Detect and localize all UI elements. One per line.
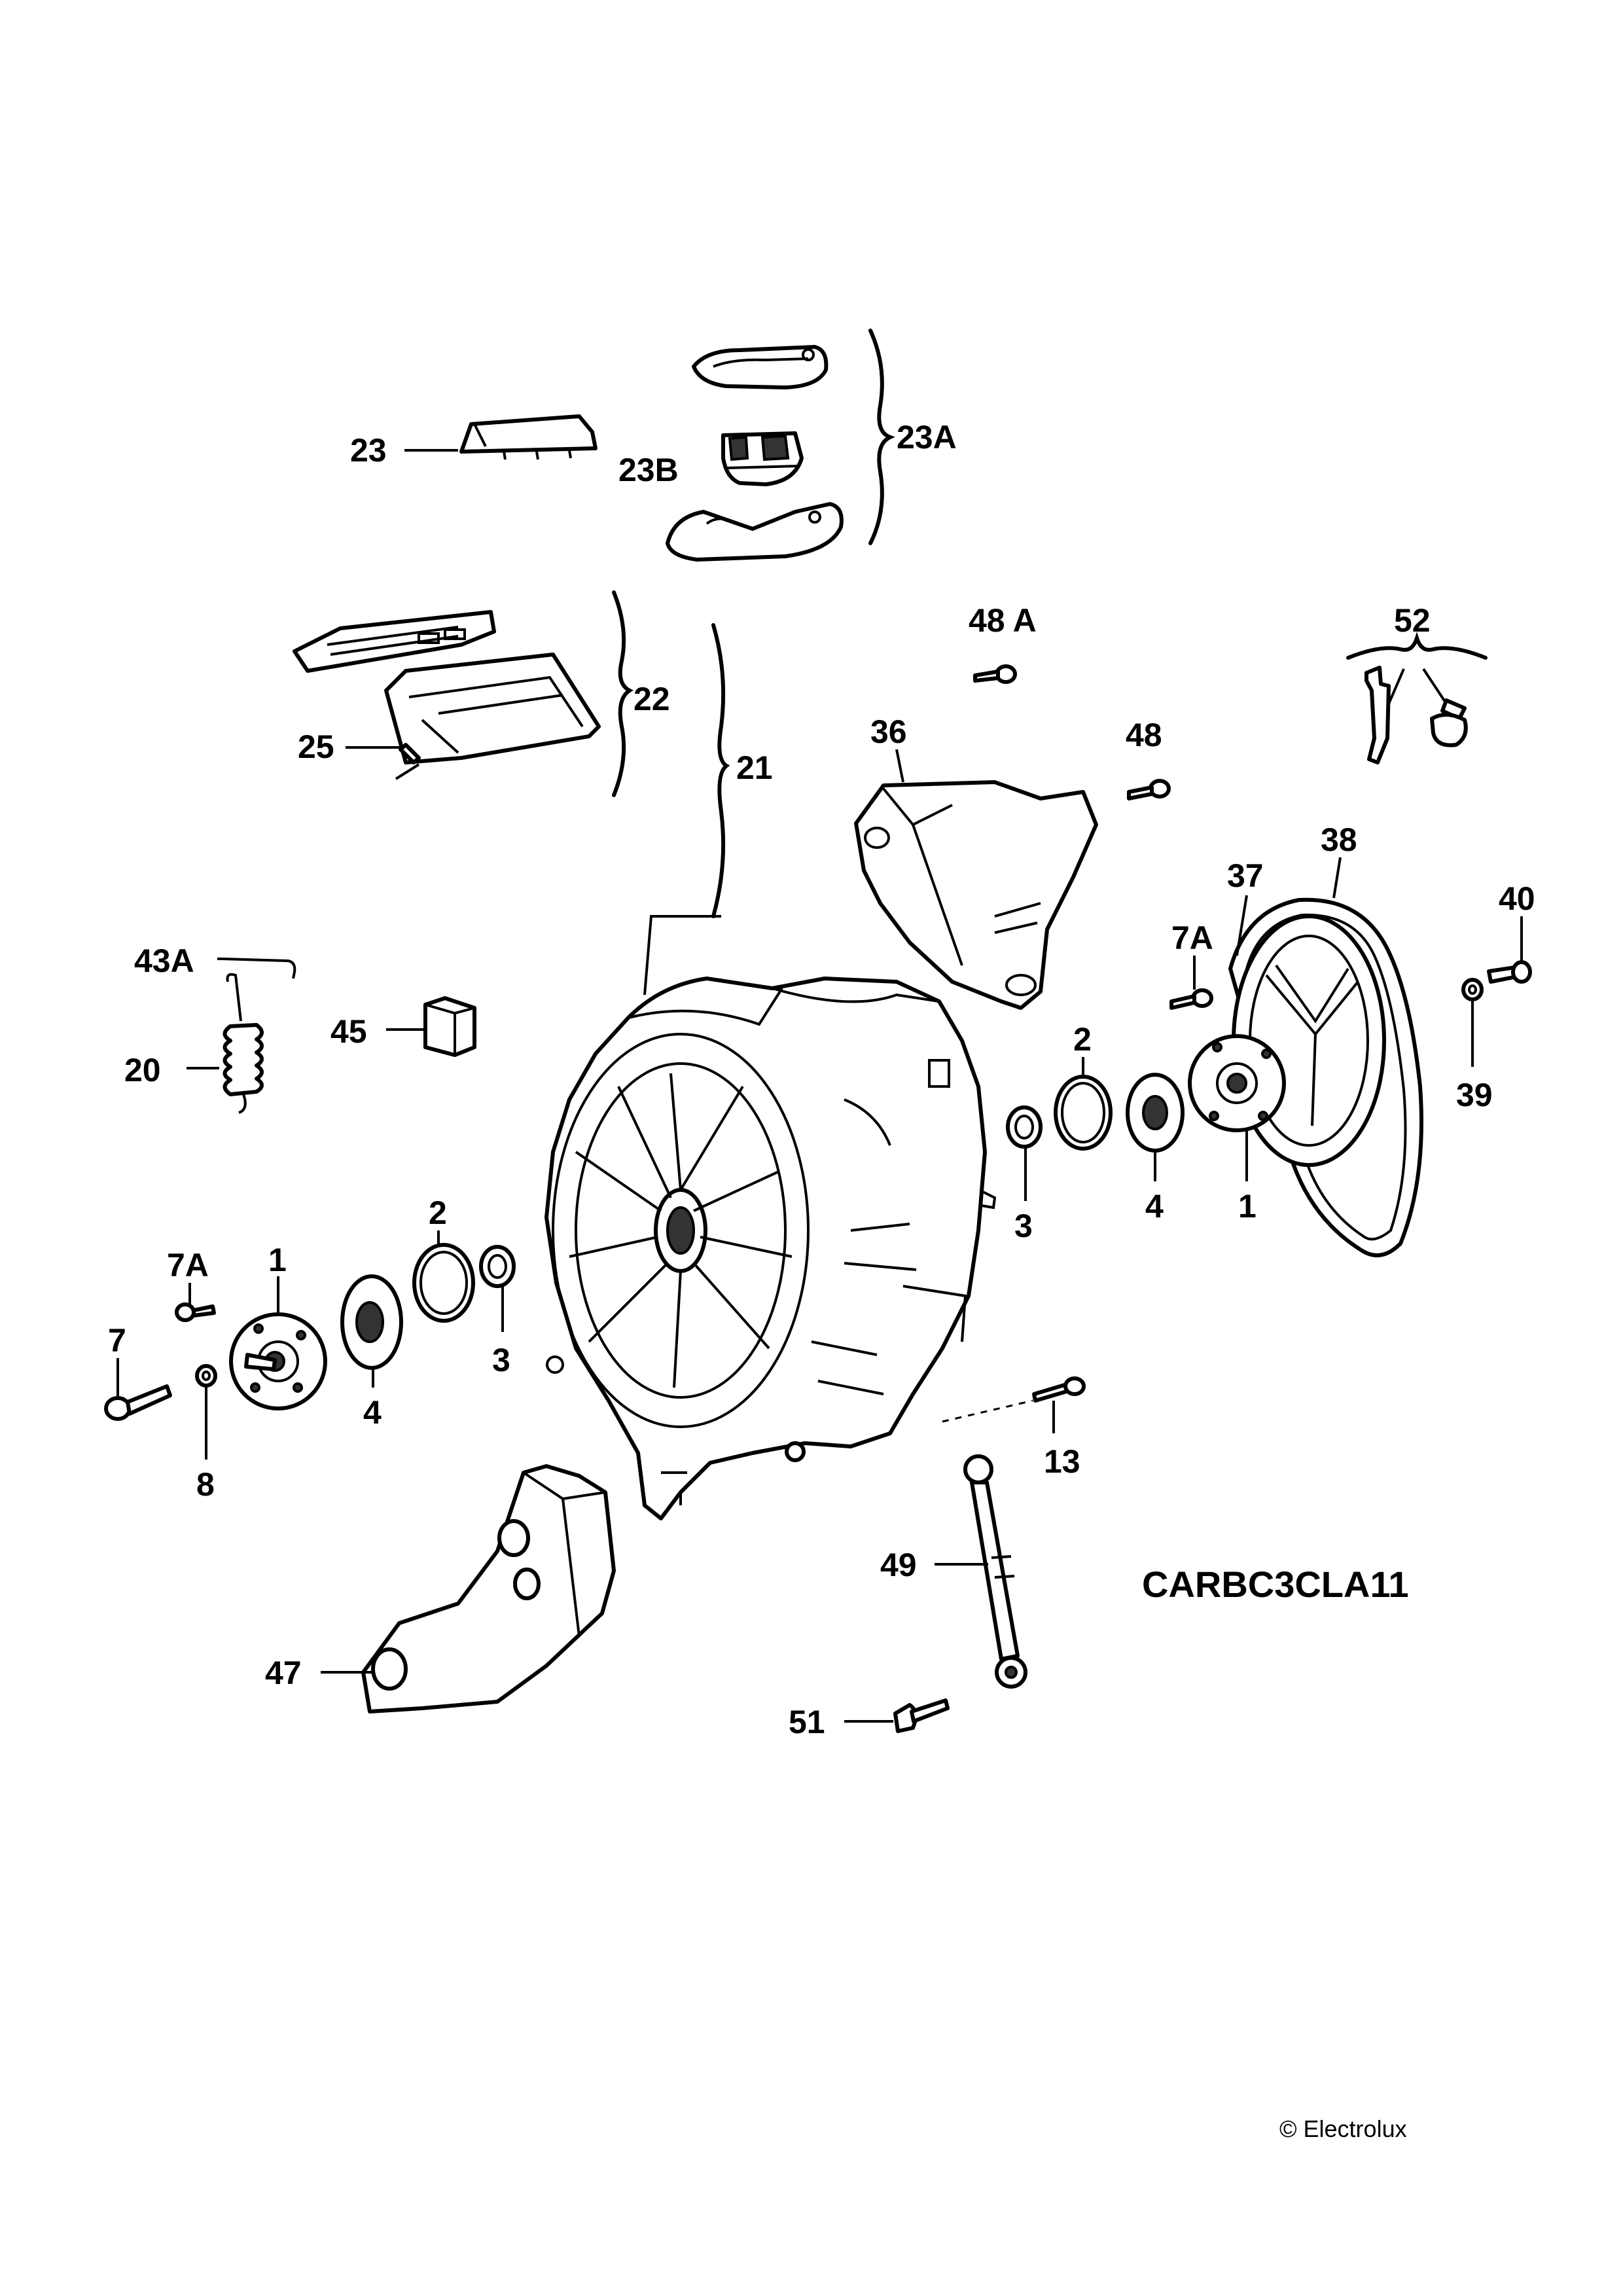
leader-37 bbox=[1236, 895, 1248, 956]
callout-40: 40 bbox=[1499, 880, 1535, 917]
callout-23b: 23B bbox=[618, 452, 679, 488]
part-23b-dispenser-insert bbox=[721, 431, 804, 486]
callout-36: 36 bbox=[870, 713, 907, 750]
callout-37: 37 bbox=[1227, 857, 1264, 894]
callout-49: 49 bbox=[880, 1547, 917, 1583]
part-21-tub bbox=[544, 977, 997, 1520]
part-4-bearing-left bbox=[340, 1274, 403, 1370]
callout-52: 52 bbox=[1394, 602, 1431, 639]
part-36-tub-weight bbox=[854, 780, 1098, 1010]
leader-38 bbox=[1332, 857, 1342, 899]
part-23-dispenser-cover bbox=[459, 414, 597, 460]
part-2-oring-right bbox=[1054, 1075, 1113, 1151]
dashed-alignment-13 bbox=[942, 1399, 1033, 1423]
diagram-code: CARBC3CLA11 bbox=[1142, 1564, 1409, 1605]
callout-8: 8 bbox=[196, 1466, 215, 1503]
part-3-seal-right bbox=[1006, 1105, 1043, 1149]
callout-45: 45 bbox=[330, 1013, 367, 1050]
callout-38: 38 bbox=[1321, 821, 1357, 858]
callout-48a: 48 A bbox=[969, 602, 1037, 639]
callout-48: 48 bbox=[1126, 717, 1162, 753]
callout-13: 13 bbox=[1044, 1443, 1080, 1480]
part-8-washer bbox=[195, 1364, 217, 1388]
part-4-bearing-right bbox=[1126, 1073, 1185, 1153]
part-23a-top-cover bbox=[692, 345, 829, 389]
part-20-spring bbox=[223, 973, 264, 1114]
part-52-clip-and-screw bbox=[1364, 666, 1468, 764]
part-1-drum-flange-right bbox=[1188, 1034, 1286, 1132]
part-48a-screw bbox=[973, 664, 1017, 684]
part-7-bolt bbox=[104, 1384, 172, 1421]
callout-7a-left: 7A bbox=[167, 1247, 209, 1283]
part-51-bolt bbox=[893, 1698, 950, 1733]
part-48-screw bbox=[1127, 779, 1171, 800]
callout-7: 7 bbox=[108, 1322, 126, 1359]
callout-20: 20 bbox=[124, 1052, 161, 1088]
brace-52 bbox=[1346, 632, 1488, 660]
part-2-oring-left bbox=[412, 1243, 475, 1323]
callout-1-right: 1 bbox=[1238, 1188, 1257, 1225]
callout-39: 39 bbox=[1456, 1077, 1493, 1113]
part-40-bolt bbox=[1487, 960, 1532, 984]
part-1-drum-flange-left bbox=[229, 1312, 327, 1410]
leader-21 bbox=[643, 915, 721, 996]
callout-25: 25 bbox=[298, 728, 334, 765]
callout-23: 23 bbox=[350, 432, 387, 469]
callout-23a: 23A bbox=[897, 419, 957, 456]
callout-1-left: 1 bbox=[268, 1242, 287, 1278]
part-22-inner-lid bbox=[384, 653, 601, 764]
part-23a-bottom-tray bbox=[666, 502, 844, 562]
brace-22 bbox=[612, 590, 634, 797]
part-13-screw bbox=[1032, 1376, 1086, 1403]
leader-36 bbox=[895, 749, 904, 783]
callout-2-left: 2 bbox=[429, 1194, 447, 1231]
part-49-shock-absorber bbox=[963, 1454, 1027, 1689]
part-7a-screw-left bbox=[175, 1302, 216, 1322]
part-25-screw bbox=[395, 743, 421, 780]
callout-21: 21 bbox=[736, 749, 773, 786]
callout-3-left: 3 bbox=[492, 1342, 510, 1378]
callout-2-right: 2 bbox=[1073, 1021, 1092, 1058]
callout-4-right: 4 bbox=[1145, 1188, 1164, 1225]
callout-3-right: 3 bbox=[1014, 1208, 1033, 1244]
callout-51: 51 bbox=[789, 1704, 825, 1740]
copyright: © Electrolux bbox=[1279, 2115, 1407, 2142]
callout-7a-right: 7A bbox=[1171, 920, 1213, 956]
part-3-seal-left bbox=[479, 1245, 516, 1288]
callout-47: 47 bbox=[265, 1655, 302, 1691]
callout-4-left: 4 bbox=[363, 1394, 382, 1431]
callout-43a: 43A bbox=[134, 942, 194, 979]
callout-22: 22 bbox=[633, 681, 670, 717]
part-22-top-cover-plate bbox=[293, 610, 496, 673]
part-7a-screw-right bbox=[1169, 988, 1213, 1010]
part-47-counterweight bbox=[361, 1464, 616, 1713]
part-45-pad bbox=[423, 996, 476, 1057]
brace-21 bbox=[711, 623, 730, 918]
brace-23a bbox=[868, 329, 895, 545]
part-39-washer bbox=[1461, 978, 1484, 1001]
part-43a-hook bbox=[222, 958, 296, 979]
